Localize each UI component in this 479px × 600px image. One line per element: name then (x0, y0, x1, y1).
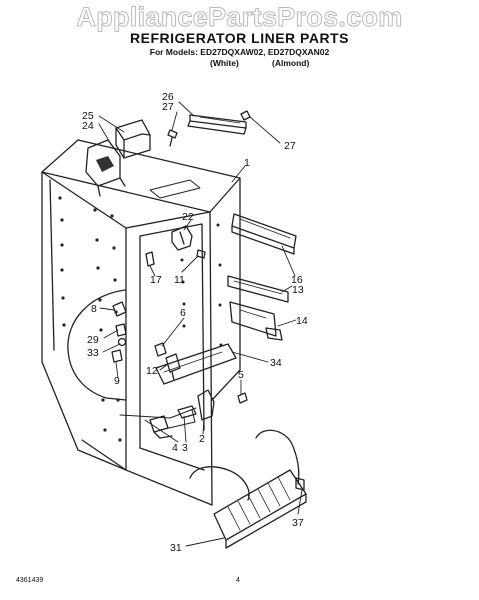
hub-outline (67, 289, 127, 401)
watermark: AppliancePartsPros.com (76, 2, 403, 33)
callout-13: 13 (292, 284, 304, 296)
callout-labels: 26 27 27 25 24 1 22 17 11 16 13 8 29 33 … (82, 91, 308, 554)
page-title: REFRIGERATOR LINER PARTS (130, 30, 349, 46)
liner-holes (58, 196, 223, 442)
callout-4: 4 (172, 442, 178, 454)
callout-27b: 27 (284, 140, 296, 152)
part-14-rail (229, 301, 283, 341)
bottom-parts (149, 389, 215, 439)
callout-14: 14 (296, 315, 308, 327)
callout-27a: 27 (162, 101, 174, 113)
part-26-rail (187, 114, 247, 135)
callout-33: 33 (87, 347, 99, 359)
leader-lines (98, 101, 303, 547)
part-13-rail (227, 275, 289, 303)
part-5-screw (237, 392, 248, 404)
page-number: 4 (236, 577, 240, 584)
callout-3: 3 (182, 442, 188, 454)
hub-parts (111, 301, 127, 363)
part-22-bracket (171, 225, 193, 251)
callout-5: 5 (238, 369, 244, 381)
part-16-rail (231, 213, 297, 255)
part-31-basket (189, 429, 307, 549)
callout-11: 11 (174, 274, 185, 286)
callout-26: 26 (162, 91, 174, 103)
doc-number: 4361439 (16, 577, 44, 584)
variant-white: (White) (210, 58, 239, 68)
callout-17: 17 (150, 274, 162, 286)
callout-24: 24 (82, 120, 94, 132)
part-11-screw (196, 249, 206, 259)
variant-almond: (Almond) (272, 58, 310, 68)
models-line: For Models: ED27DQXAW02, ED27DQXAN02 (149, 47, 330, 57)
part-6-clip (154, 342, 167, 357)
part-12-bracket (165, 353, 181, 381)
part-17-clip (145, 251, 155, 267)
callout-1: 1 (244, 157, 250, 169)
callout-29: 29 (87, 334, 99, 346)
callout-16: 16 (291, 274, 303, 286)
callout-34: 34 (270, 357, 282, 369)
part-34-cover (155, 343, 237, 385)
callout-22: 22 (182, 211, 194, 223)
liner-body (41, 139, 241, 506)
callout-37: 37 (292, 517, 304, 529)
callout-25: 25 (82, 110, 94, 122)
callout-8: 8 (91, 303, 97, 315)
callout-12: 12 (146, 365, 158, 377)
callout-31: 31 (170, 542, 182, 554)
callout-9: 9 (114, 375, 120, 387)
callout-2: 2 (199, 433, 205, 445)
part-24-25-housing (85, 119, 151, 197)
callout-6: 6 (180, 307, 186, 319)
